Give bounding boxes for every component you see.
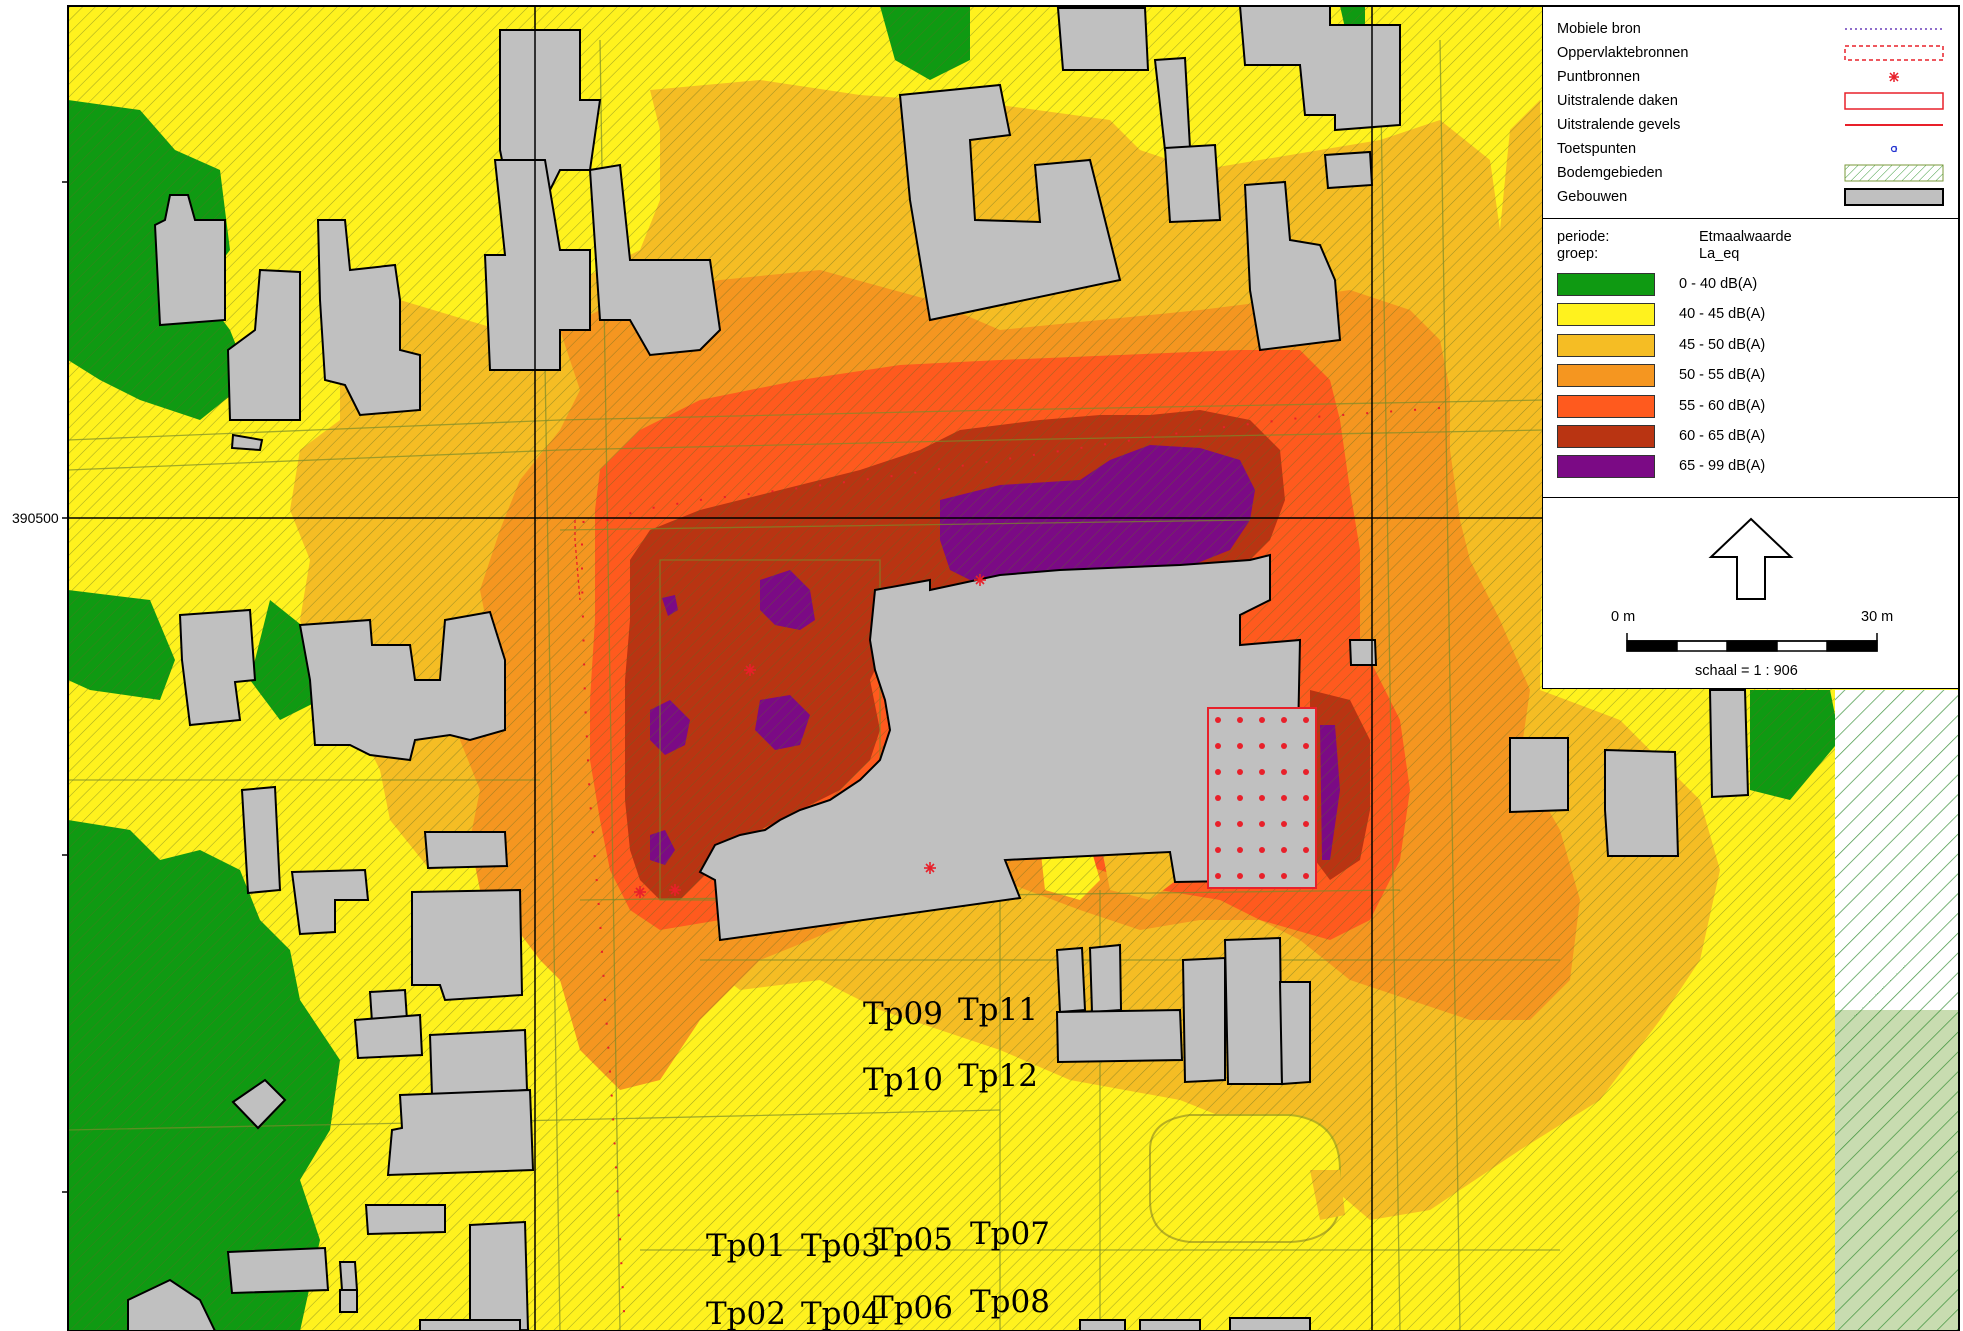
point-marker-icon	[1890, 145, 1898, 153]
test-point-label-tp10: Tp10	[863, 1062, 943, 1098]
groep-value: La_eq	[1699, 246, 1740, 262]
band-swatch	[1557, 303, 1655, 327]
test-point-label-tp06: Tp06	[873, 1290, 953, 1326]
scale-text: schaal = 1 : 906	[1695, 663, 1798, 679]
surface-source-points	[1215, 717, 1309, 879]
filled-rect-icon	[1844, 188, 1944, 206]
hatched-rect-icon	[1844, 164, 1944, 182]
north-arrow-icon	[1626, 517, 1878, 652]
test-point-label-tp11: Tp11	[958, 992, 1038, 1028]
test-point-label-tp02: Tp02	[706, 1296, 786, 1331]
scale-start-label: 0 m	[1611, 609, 1636, 625]
periode-label: periode:	[1557, 229, 1610, 245]
band-label: 65 - 99 dB(A)	[1679, 458, 1766, 475]
test-point-label-tp01: Tp01	[706, 1228, 786, 1264]
band-swatch	[1557, 425, 1655, 448]
mobile-source-route	[581, 407, 1441, 1331]
test-point-label-tp12: Tp12	[958, 1058, 1038, 1094]
asterisk-icon	[1889, 72, 1899, 82]
groep-label: groep:	[1557, 246, 1599, 262]
band-swatch	[1557, 364, 1655, 388]
axis-ticks	[62, 181, 68, 1193]
legend-symbol-bodemgebieden: Bodemgebieden	[1557, 165, 1663, 181]
band-label: 60 - 65 dB(A)	[1679, 428, 1766, 444]
noise-band-legend: periode: Etmaalwaarde groep: La_eq 0 - 4…	[1543, 218, 1958, 498]
band-label: 0 - 40 dB(A)	[1679, 276, 1758, 292]
band-label: 40 - 45 dB(A)	[1679, 306, 1766, 323]
scale-end-label: 30 m	[1861, 609, 1894, 625]
dashed-rect-icon	[1844, 45, 1944, 61]
band-label: 45 - 50 dB(A)	[1679, 336, 1766, 353]
periode-value: Etmaalwaarde	[1699, 229, 1792, 245]
point-sources	[634, 574, 986, 898]
dotted-line-icon	[1845, 28, 1943, 30]
legend-symbol-puntbronnen: Puntbronnen	[1557, 69, 1641, 85]
legend-symbol-uitstralende-daken: Uitstralende daken	[1557, 93, 1678, 109]
solid-rect-icon	[1844, 92, 1944, 110]
test-point-label-tp03: Tp03	[801, 1228, 881, 1264]
band-swatch	[1557, 455, 1655, 479]
legend-symbol-mobiele-bron: Mobiele bron	[1557, 21, 1641, 37]
band-swatch	[1557, 394, 1655, 418]
main-building	[698, 553, 1302, 942]
test-point-label-tp09: Tp09	[863, 996, 943, 1032]
test-point-label-tp04: Tp04	[801, 1296, 881, 1331]
test-point-label-tp05: Tp05	[873, 1222, 953, 1258]
scale-bar	[1626, 633, 1878, 652]
legend-symbol-gebouwen: Gebouwen	[1557, 189, 1628, 205]
legend-symbol-oppervlaktebronnen: Oppervlaktebronnen	[1557, 45, 1689, 61]
band-swatch	[1557, 333, 1655, 357]
solid-line-icon	[1845, 124, 1943, 126]
band-label: 50 - 55 dB(A)	[1679, 367, 1766, 384]
test-point-label-tp07: Tp07	[970, 1216, 1050, 1252]
legend-symbol-uitstralende-gevels: Uitstralende gevels	[1557, 117, 1681, 133]
legend-symbol-toetspunten: Toetspunten	[1557, 141, 1637, 157]
y-axis-tick-label: 390500	[12, 510, 59, 526]
band-label: 55 - 60 dB(A)	[1679, 397, 1766, 414]
orientation-and-scale: 0 m 30 m schaal = 1 : 906	[1543, 497, 1958, 688]
band-swatch	[1557, 273, 1655, 296]
buildings	[127, 6, 1750, 1331]
test-point-label-tp08: Tp08	[970, 1284, 1050, 1320]
